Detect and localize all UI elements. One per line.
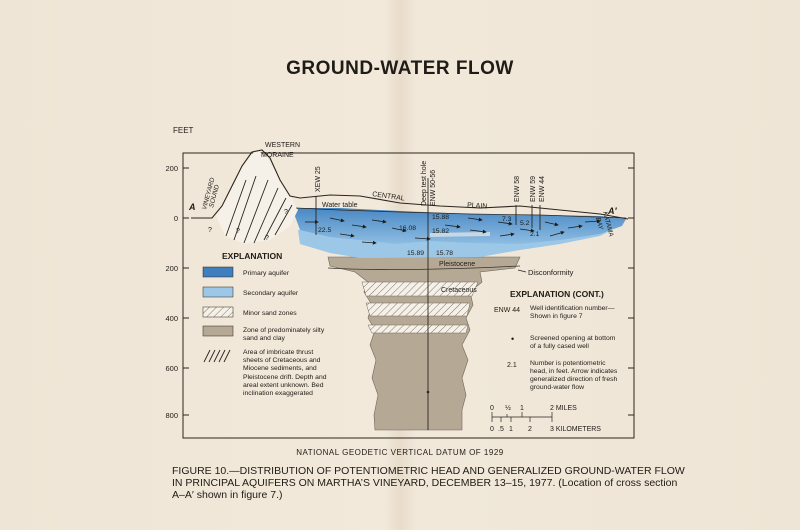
scale-label: 1 xyxy=(520,405,524,412)
legend-swatch-primary xyxy=(202,266,234,278)
well-label: ENW 59 xyxy=(530,176,537,202)
legend-swatch-silty xyxy=(202,325,234,337)
water-body-label: BAY xyxy=(594,217,604,232)
head-value: 22.5 xyxy=(318,227,331,234)
caption-line: A–A′ shown in figure 7.) xyxy=(172,489,283,501)
head-value: 7.3 xyxy=(502,216,512,223)
legend-label: Primary aquifer xyxy=(243,270,290,277)
head-value: 15.78 xyxy=(436,250,453,257)
unknown-mark: ? xyxy=(208,227,212,234)
legend-label-wrap: Area of imbricate thrust sheets of Creta… xyxy=(243,349,327,398)
legend-text: Well identification number—Shown in figu… xyxy=(530,305,615,320)
section-end-label: A xyxy=(188,202,196,212)
flow-arrows xyxy=(305,217,601,245)
disconformity-label: Disconformity xyxy=(528,268,574,277)
scale-bar: 0 ½ 1 2 MILES 0 .5 1 2 3 KILOMETERS xyxy=(490,404,601,433)
unknown-mark: ? xyxy=(284,209,288,216)
well-label: Deep test hole xyxy=(421,161,428,206)
legend-symbol: 2.1 xyxy=(507,362,517,369)
legend-label: Secondary aquifer xyxy=(243,290,299,297)
imbricate-thrust-area xyxy=(216,150,298,244)
legend-label: Zone of predominately silty sand and cla… xyxy=(243,327,325,342)
legend-text-wrap: Screened opening at bottom of a fully ca… xyxy=(530,335,616,350)
figure-caption: FIGURE 10.—DISTRIBUTION OF POTENTIOMETRI… xyxy=(172,465,772,501)
legend-text: Number is potentiometric head, in feet. … xyxy=(530,360,618,391)
legend-swatch-thrust xyxy=(203,349,231,363)
legend-label-wrap: Zone of predominately silty sand and cla… xyxy=(243,327,325,342)
well-label: ENW 44 xyxy=(539,176,546,202)
head-value: 15.88 xyxy=(432,214,449,221)
tick-label: 400 xyxy=(165,314,178,323)
tick-label: 200 xyxy=(165,164,178,173)
axis-unit-label: FEET xyxy=(173,126,194,135)
page-title: GROUND-WATER FLOW xyxy=(286,58,514,79)
scale-label: 1 xyxy=(509,426,513,433)
tick-label: 200 xyxy=(165,264,178,273)
caption-line: FIGURE 10.—DISTRIBUTION OF POTENTIOMETRI… xyxy=(172,465,685,477)
explanation-cont-title: EXPLANATION (CONT.) xyxy=(510,289,604,299)
unknown-mark: ? xyxy=(236,228,240,235)
thrust-lines xyxy=(225,175,293,244)
scale-label: 0 xyxy=(490,426,494,433)
head-value: 15.82 xyxy=(432,228,449,235)
clay-lens xyxy=(430,232,490,237)
datum-note: NATIONAL GEODETIC VERTICAL DATUM OF 1929 xyxy=(296,448,504,457)
screen-opening-dot xyxy=(426,390,430,394)
plain-label: PLAIN xyxy=(467,202,488,210)
water-table-label: Water table xyxy=(322,202,358,209)
legend-text-wrap: Number is potentiometric head, in feet. … xyxy=(530,360,618,391)
head-values: 22.5 16.08 15.88 15.82 15.89 15.78 7.3 5… xyxy=(318,214,540,257)
head-value: 5.2 xyxy=(520,220,530,227)
legend-label: Area of imbricate thrust sheets of Creta… xyxy=(243,349,327,398)
well-label: XEW 25 xyxy=(315,166,322,192)
scale-label: .5 xyxy=(498,426,504,433)
caption-line: IN PRINCIPAL AQUIFERS ON MARTHA’S VINEYA… xyxy=(172,477,678,489)
legend-text-wrap: Well identification number—Shown in figu… xyxy=(530,305,615,320)
disconformity-leader xyxy=(517,269,527,273)
minor-sand-zone xyxy=(367,324,469,334)
scale-label: 0 xyxy=(490,405,494,412)
legend-swatch-sand xyxy=(202,306,234,318)
explanation-title: EXPLANATION xyxy=(222,251,282,261)
scale-label: ½ xyxy=(505,404,511,412)
legend-swatch-secondary xyxy=(202,286,234,298)
legend-label: Minor sand zones xyxy=(243,310,297,317)
unit-label-cretaceous: Cretaceous xyxy=(441,287,477,294)
tick-marks xyxy=(183,167,634,416)
head-value: 15.89 xyxy=(407,250,424,257)
head-value: 2.1 xyxy=(530,231,540,238)
scale-label: 3 KILOMETERS xyxy=(550,426,601,433)
moraine-label: MORAINE xyxy=(261,152,294,159)
unknown-mark: ? xyxy=(265,235,269,242)
tick-label: 800 xyxy=(165,411,178,420)
moraine-label: WESTERN xyxy=(265,142,300,149)
scale-label: 2 MILES xyxy=(550,405,577,412)
minor-sand-zone xyxy=(361,281,479,297)
minor-sand-zone xyxy=(365,302,471,317)
well-casings xyxy=(315,178,541,430)
plot-frame xyxy=(182,152,635,439)
well-label: ENW 50-56 xyxy=(430,170,437,206)
axis-ticks: 200 0 200 400 600 800 xyxy=(165,164,178,420)
legend-text: Screened opening at bottom of a fully ca… xyxy=(530,335,616,350)
scale-label: 2 xyxy=(528,426,532,433)
disconformity-line xyxy=(327,265,521,270)
tick-label: 600 xyxy=(165,364,178,373)
water-table-line xyxy=(295,207,627,219)
plain-label: CENTRAL xyxy=(372,191,405,202)
land-surface xyxy=(191,149,629,220)
unit-label-pleistocene: Pleistocene xyxy=(439,261,475,268)
legend-symbol: ENW 44 xyxy=(494,307,520,314)
tick-label: 0 xyxy=(174,214,178,223)
section-end-label: A′ xyxy=(607,206,617,216)
head-value: 16.08 xyxy=(399,225,416,232)
legend-symbol: • xyxy=(511,334,514,344)
well-label: ENW 58 xyxy=(514,176,521,202)
